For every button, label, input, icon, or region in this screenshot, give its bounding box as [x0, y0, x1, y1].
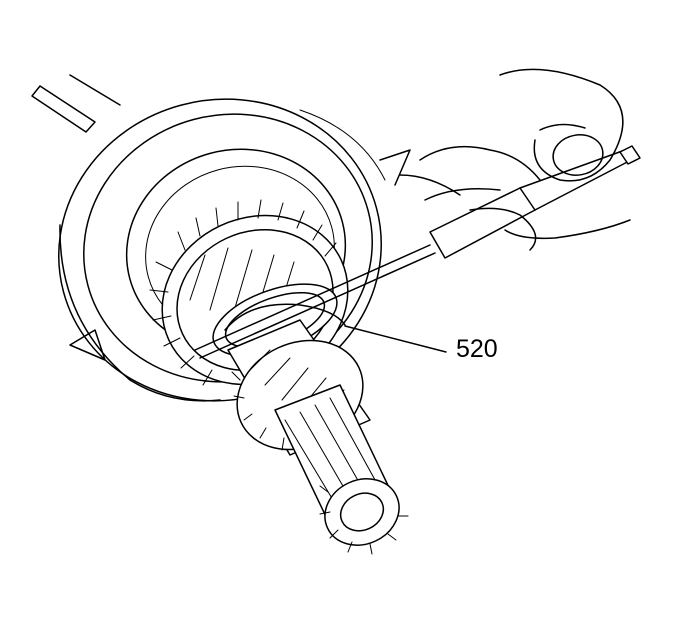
housing-bracket: [31, 74, 121, 133]
callout-label-520: 520: [456, 335, 498, 363]
output-shaft: [274, 384, 409, 555]
screwdriver-tool: [194, 145, 641, 359]
callout-leader-520: [344, 325, 447, 353]
hand: [399, 68, 631, 251]
